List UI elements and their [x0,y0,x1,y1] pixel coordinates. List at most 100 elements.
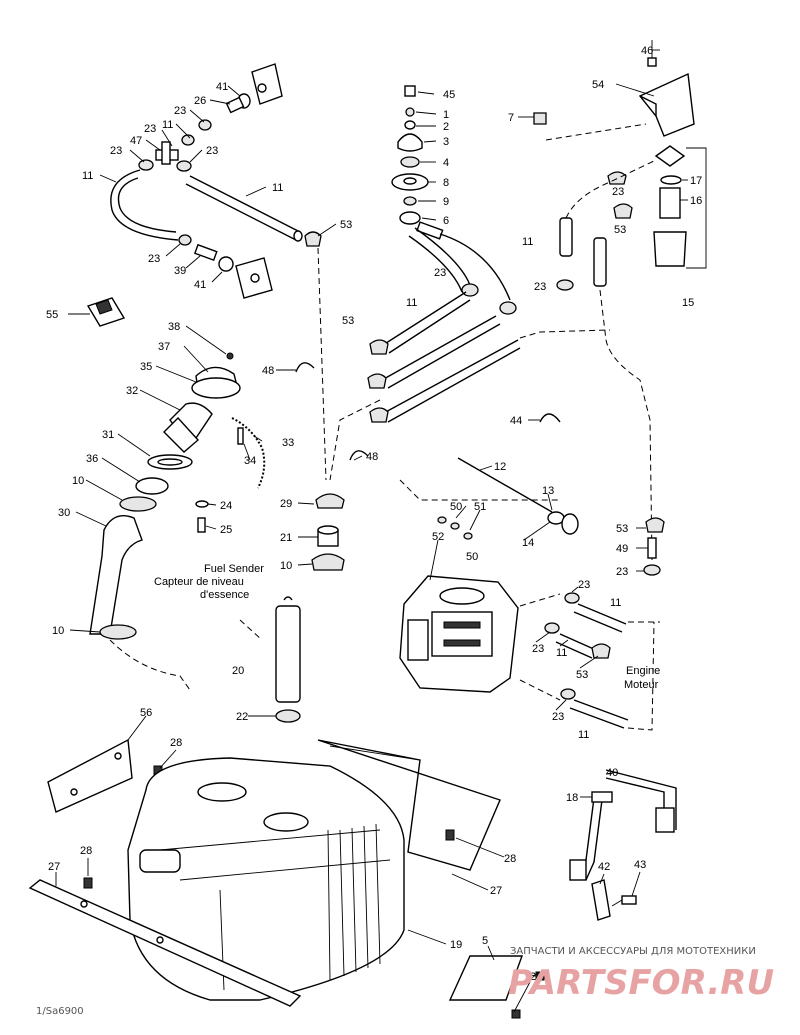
callout-4: 4 [443,157,449,169]
callout-15: 15 [682,297,694,309]
callout-23-d: 23 [206,145,218,157]
callout-10-a: 10 [72,475,84,487]
callout-9: 9 [443,196,449,208]
callout-41-top: 41 [216,81,228,93]
engine-label-en: Engine [626,665,660,677]
carburetor-assembly [399,457,665,731]
valve-stack [391,85,511,301]
callout-7: 7 [508,112,514,124]
callout-42: 42 [598,861,610,873]
callout-28-d: 28 [530,971,542,983]
callout-53-e: 53 [576,669,588,681]
callout-20: 20 [232,665,244,677]
fuel-sender-label-en: Fuel Sender [204,563,264,575]
callout-37: 37 [158,341,170,353]
vent-hose-assembly [110,63,322,299]
leader-lines [55,49,688,1013]
callout-10-b: 10 [52,625,64,637]
strap-assembly [569,769,677,921]
callout-52: 52 [432,531,444,543]
callout-23-l: 23 [552,711,564,723]
callout-49: 49 [616,543,628,555]
callout-23-g: 23 [534,281,546,293]
callout-16: 16 [690,195,702,207]
callout-23-c: 23 [110,145,122,157]
callout-53-d: 53 [616,523,628,535]
callout-50-b: 50 [466,551,478,563]
callout-23-k: 23 [532,643,544,655]
callout-11-b: 11 [82,170,93,182]
callout-11-c: 11 [272,182,283,194]
filler-neck-assembly [86,297,266,691]
callout-34: 34 [244,455,256,467]
callout-17: 17 [690,175,702,187]
figure-code: 1/Sa6900 [36,1006,84,1017]
callout-23-j: 23 [578,579,590,591]
callout-8: 8 [443,177,449,189]
callout-1: 1 [443,109,449,121]
callout-23-e: 23 [148,253,160,265]
callout-11-e: 11 [406,297,417,309]
callout-53-c: 53 [342,315,354,327]
callout-38: 38 [168,321,180,333]
callout-28-a: 28 [170,737,182,749]
callout-5: 5 [482,935,488,947]
callout-18: 18 [566,792,578,804]
callout-30: 30 [58,507,70,519]
pump-assembly [533,40,707,561]
callout-numbers: 46 54 7 41 45 1 2 3 4 8 9 6 26 23 11 23 … [36,45,702,1017]
fuel-tank-assembly [28,738,545,1019]
callout-27-a: 27 [48,861,60,873]
callout-28-c: 28 [80,845,92,857]
engine-label-fr: Moteur [624,679,659,691]
callout-31: 31 [102,429,114,441]
watermark: ЗАПЧАСТИ И АКСЕССУАРЫ ДЛЯ МОТОТЕХНИКИ PA… [508,946,774,1003]
callout-53-a: 53 [340,219,352,231]
callout-45: 45 [443,89,455,101]
callout-19: 19 [450,939,462,951]
callout-24: 24 [220,500,232,512]
callout-11-f: 11 [610,597,621,609]
callout-6: 6 [443,215,449,227]
callout-50-a: 50 [450,501,462,513]
callout-48-a: 48 [262,365,274,377]
callout-53-b: 53 [614,224,626,236]
callout-32: 32 [126,385,138,397]
fuel-sender-label-fr2: d'essence [200,589,249,601]
callout-43: 43 [634,859,646,871]
callout-29: 29 [280,498,292,510]
callout-40: 40 [606,767,618,779]
callout-11-h: 11 [578,729,589,741]
callout-25: 25 [220,524,232,536]
callout-23-a: 23 [174,105,186,117]
callout-23-i: 23 [616,566,628,578]
callout-48-b: 48 [366,451,378,463]
callout-51: 51 [474,501,486,513]
watermark-site: PARTSFOR.RU [508,963,774,1003]
callout-11-a: 11 [162,119,173,131]
callout-23-b: 23 [144,123,156,135]
callout-46: 46 [641,45,653,57]
center-hoses [295,283,611,481]
sender-stack [239,493,345,723]
fuel-sender-label-fr: Capteur de niveau [154,576,244,588]
callout-14: 14 [522,537,534,549]
callout-11-g: 11 [556,647,567,659]
callout-12: 12 [494,461,506,473]
callout-56: 56 [140,707,152,719]
callout-36: 36 [86,453,98,465]
callout-47: 47 [130,135,142,147]
callout-22: 22 [236,711,248,723]
callout-44: 44 [510,415,522,427]
callout-28-b: 28 [504,853,516,865]
callout-39: 39 [174,265,186,277]
callout-21: 21 [280,532,292,544]
watermark-tagline: ЗАПЧАСТИ И АКСЕССУАРЫ ДЛЯ МОТОТЕХНИКИ [510,946,756,957]
callout-41-bottom: 41 [194,279,206,291]
callout-55: 55 [46,309,58,321]
callout-35: 35 [140,361,152,373]
callout-33: 33 [282,437,294,449]
callout-3: 3 [443,136,449,148]
callout-27-b: 27 [490,885,502,897]
